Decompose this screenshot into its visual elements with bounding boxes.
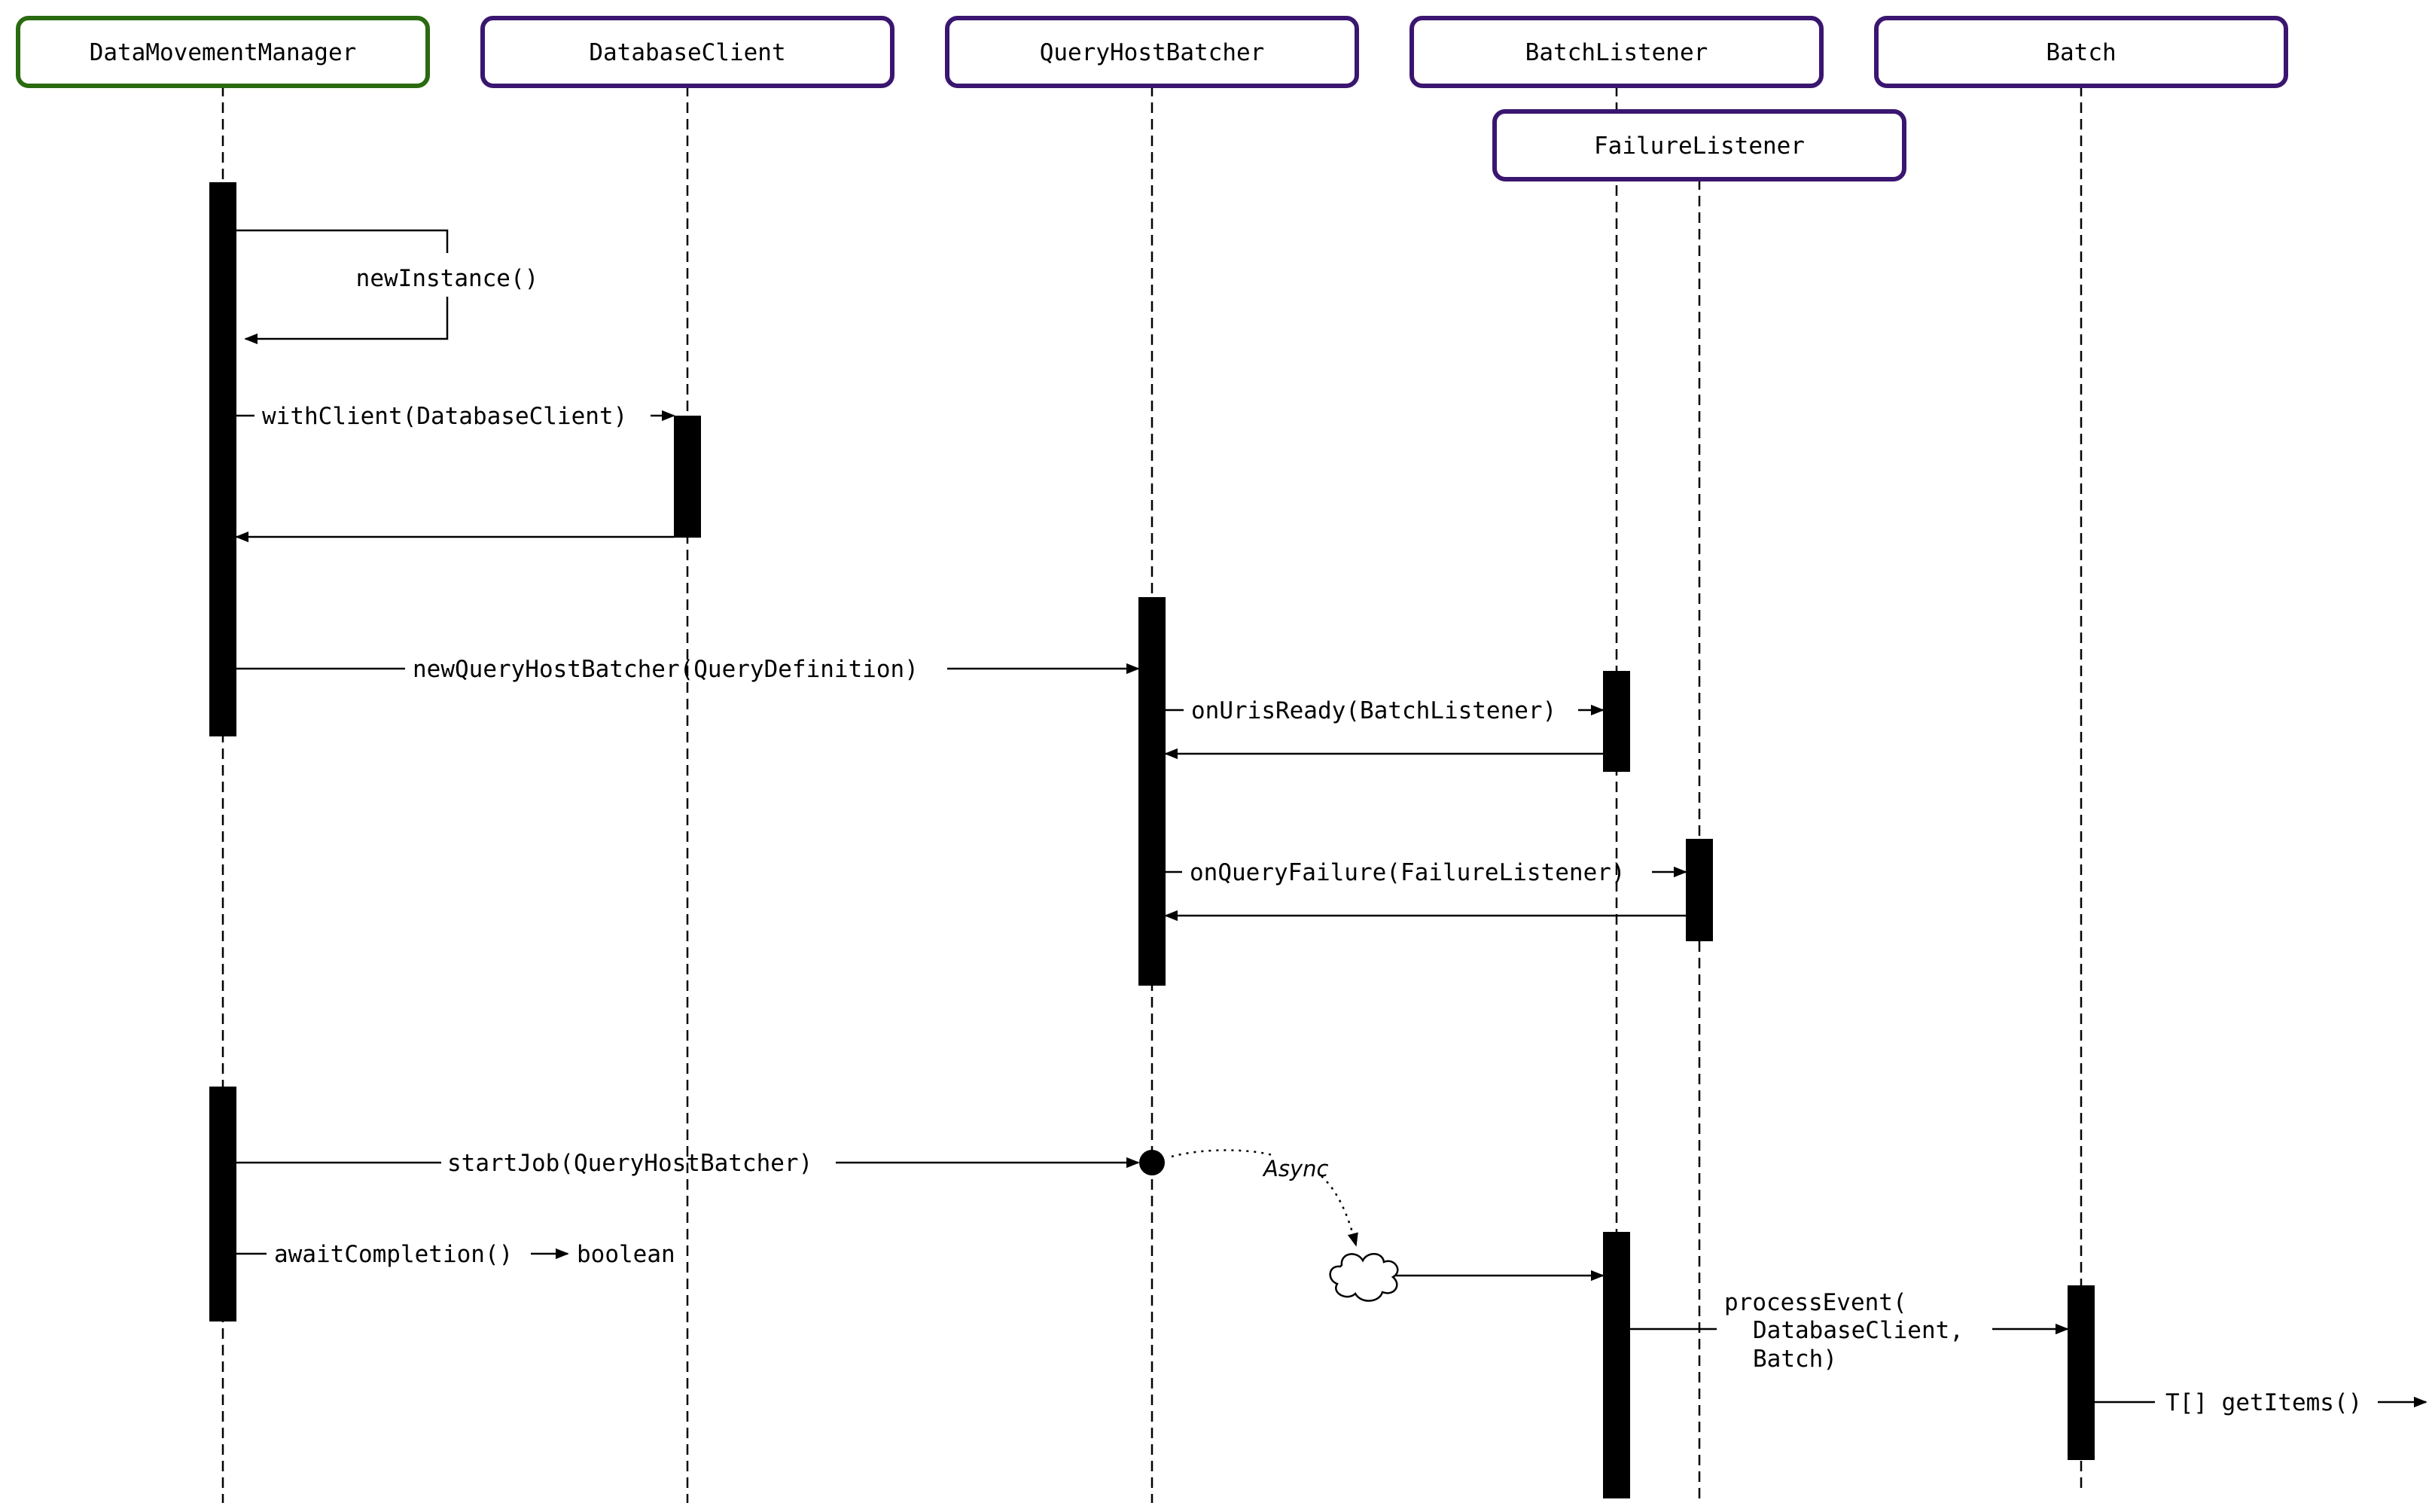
message-on-uris-ready: onUrisReady(BatchListener) [1191,697,1556,724]
participant-box-batch-listener [1409,16,1824,88]
message-new-instance: newInstance() [356,265,539,292]
message-labels: newInstance() withClient(DatabaseClient)… [262,265,2362,1416]
participant-database-client: DatabaseClient [589,39,785,66]
activations [209,182,2095,1498]
activation-batch-listener-2 [1603,1232,1630,1498]
participant-box-database-client [480,16,894,88]
message-process-event-line1: processEvent( [1724,1289,1907,1316]
participant-labels: DataMovementManager DatabaseClient Query… [90,39,2117,160]
async-start-dot [1139,1150,1165,1175]
participant-box-batch [1874,16,2288,88]
participant-failure-listener: FailureListener [1594,133,1805,160]
participant-box-data-movement-manager [16,16,430,88]
async-note: Async [1262,1156,1328,1181]
message-await-completion-return: boolean [577,1241,675,1268]
participant-box-failure-listener [1492,109,1906,181]
message-start-job: startJob(QueryHostBatcher) [447,1150,812,1177]
participant-data-movement-manager: DataMovementManager [90,39,357,66]
participant-batch: Batch [2046,39,2116,66]
async-dotted-curve [1171,1149,1356,1246]
activation-failure-listener [1686,839,1713,941]
activation-manager-2 [209,1087,236,1321]
activation-batch [2068,1285,2095,1460]
async-cloud-icon [1329,1253,1399,1302]
participant-box-query-host-batcher [945,16,1359,88]
activation-database-client [674,416,701,538]
message-on-query-failure: onQueryFailure(FailureListener) [1190,859,1626,886]
arrow-new-instance [236,229,449,339]
messages [236,229,2427,1408]
message-get-items: T[] getItems() [2165,1389,2362,1416]
message-with-client: withClient(DatabaseClient) [262,403,627,430]
participants [16,16,2288,181]
participant-query-host-batcher: QueryHostBatcher [1040,39,1265,66]
activation-manager-1 [209,182,236,736]
message-new-query-host-batcher: newQueryHostBatcher(QueryDefinition) [413,656,919,683]
activation-batch-listener-1 [1603,671,1630,772]
participant-batch-listener: BatchListener [1525,39,1708,66]
message-process-event-line3: Batch) [1753,1346,1837,1373]
message-await-completion: awaitCompletion() [274,1241,513,1268]
message-process-event-line2: DatabaseClient, [1753,1317,1964,1344]
activation-query-host-batcher [1138,597,1166,986]
